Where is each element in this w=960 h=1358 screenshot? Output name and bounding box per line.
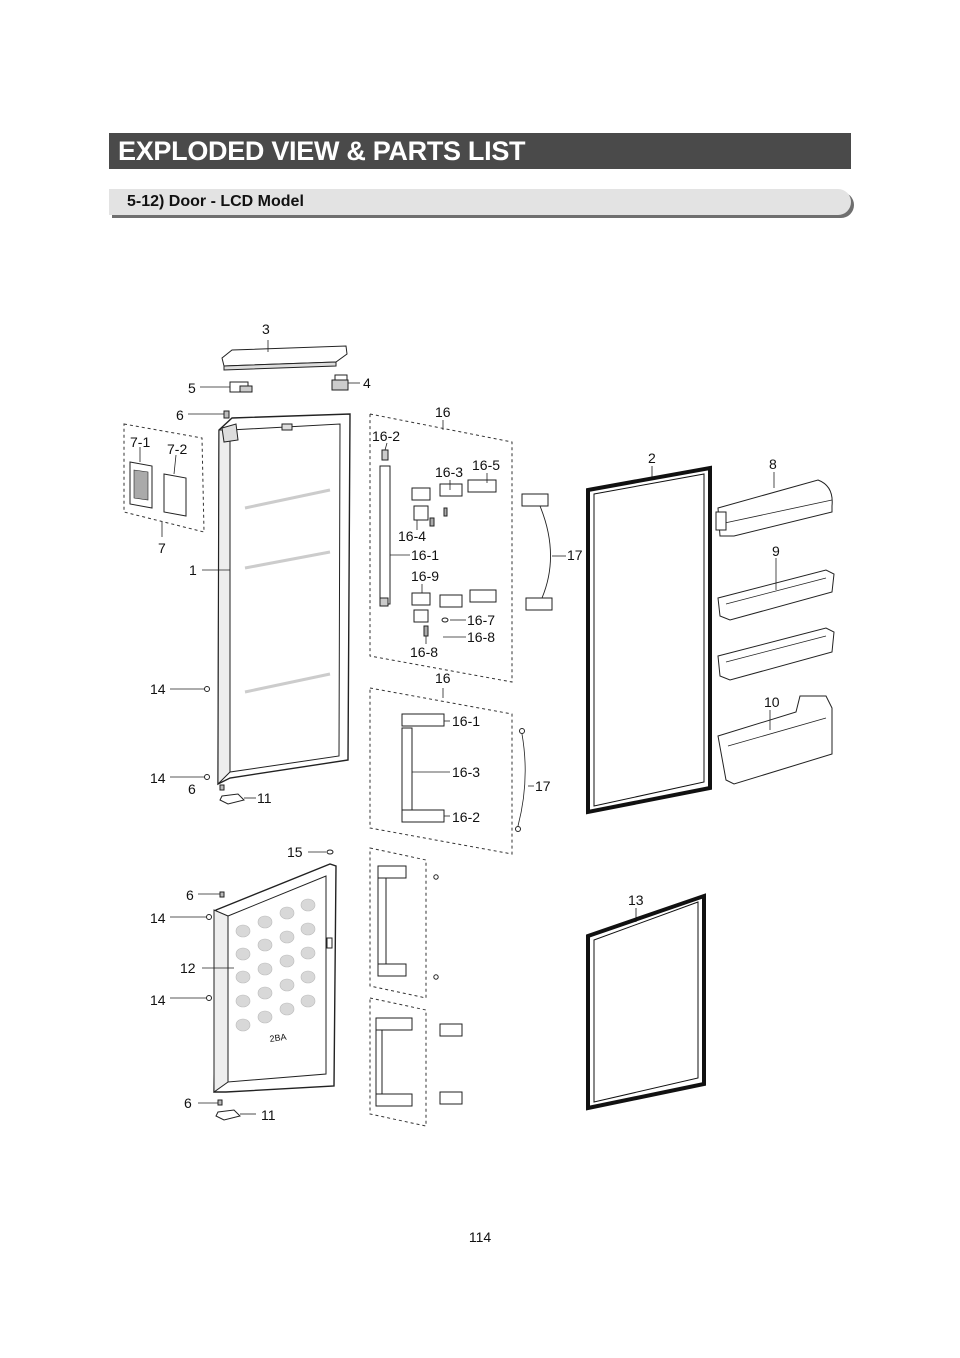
callout-8: 8 — [769, 456, 777, 472]
part-lower-hinge-bottom — [198, 1099, 256, 1121]
part-handle-assembly-mid — [369, 687, 534, 855]
part-door-bin-lower — [717, 695, 833, 785]
part-top-cover — [221, 340, 348, 371]
part-handle-cap-upper — [521, 493, 566, 611]
part-cap-15 — [308, 849, 334, 855]
callout-15: 15 — [287, 844, 303, 860]
callout-4: 4 — [363, 375, 371, 391]
callout-6: 6 — [186, 887, 194, 903]
callout-10: 10 — [764, 694, 780, 710]
callout-16: 16 — [435, 404, 451, 420]
callout-16-5: 16-5 — [472, 457, 500, 473]
callout-6: 6 — [176, 407, 184, 423]
part-lower-hinge-upper — [219, 784, 256, 805]
callout-17: 17 — [535, 778, 551, 794]
section-title: 5-12) Door - LCD Model — [109, 189, 851, 215]
callout-6: 6 — [184, 1095, 192, 1111]
page-title: EXPLODED VIEW & PARTS LIST — [109, 133, 851, 169]
part-dairy-compartment — [715, 472, 833, 537]
part-lower-gasket — [586, 893, 706, 1111]
callout-14: 14 — [150, 770, 166, 786]
part-handle-assembly-top — [369, 413, 513, 683]
callout-3: 3 — [262, 321, 270, 337]
callout-1: 1 — [189, 562, 197, 578]
part-pin — [188, 410, 230, 419]
callout-16-3: 16-3 — [435, 464, 463, 480]
callout-11: 11 — [257, 790, 272, 806]
part-lower-door — [170, 863, 337, 1093]
callout-6: 6 — [188, 781, 196, 797]
callout-16-2: 16-2 — [452, 809, 480, 825]
part-lower-handle-assembly — [369, 847, 463, 1127]
callout-16-8: 16-8 — [410, 644, 438, 660]
panel-marking: 2BA — [269, 1032, 287, 1044]
callout-2: 2 — [648, 450, 656, 466]
callout-13: 13 — [628, 892, 644, 908]
part-door-bin-upper — [717, 558, 835, 621]
callout-9: 9 — [772, 543, 780, 559]
callout-16-3: 16-3 — [452, 764, 480, 780]
part-lcd-group — [123, 423, 205, 537]
callout-14: 14 — [150, 910, 166, 926]
callout-17: 17 — [567, 547, 583, 563]
part-upper-gasket — [586, 465, 712, 815]
part-door-bin-middle — [717, 627, 835, 681]
page-number: 114 — [468, 1229, 492, 1245]
callout-16-2: 16-2 — [372, 428, 400, 444]
part-upper-door — [170, 413, 351, 786]
callout-7-2: 7-2 — [167, 441, 187, 457]
callout-16: 16 — [435, 670, 451, 686]
callout-16-1: 16-1 — [452, 713, 480, 729]
callout-16-4: 16-4 — [398, 528, 426, 544]
callout-7-1: 7-1 — [130, 434, 150, 450]
callout-16-1: 16-1 — [411, 547, 439, 563]
callout-14: 14 — [150, 681, 166, 697]
callout-16-9: 16-9 — [411, 568, 439, 584]
part-hinge-block — [331, 374, 360, 391]
callout-7: 7 — [158, 540, 166, 556]
callout-11: 11 — [261, 1107, 276, 1123]
part-hinge-bracket — [200, 381, 253, 393]
callout-12: 12 — [180, 960, 196, 976]
callout-16-7: 16-7 — [467, 612, 495, 628]
callout-5: 5 — [188, 380, 196, 396]
callout-14: 14 — [150, 992, 166, 1008]
callout-16-8: 16-8 — [467, 629, 495, 645]
